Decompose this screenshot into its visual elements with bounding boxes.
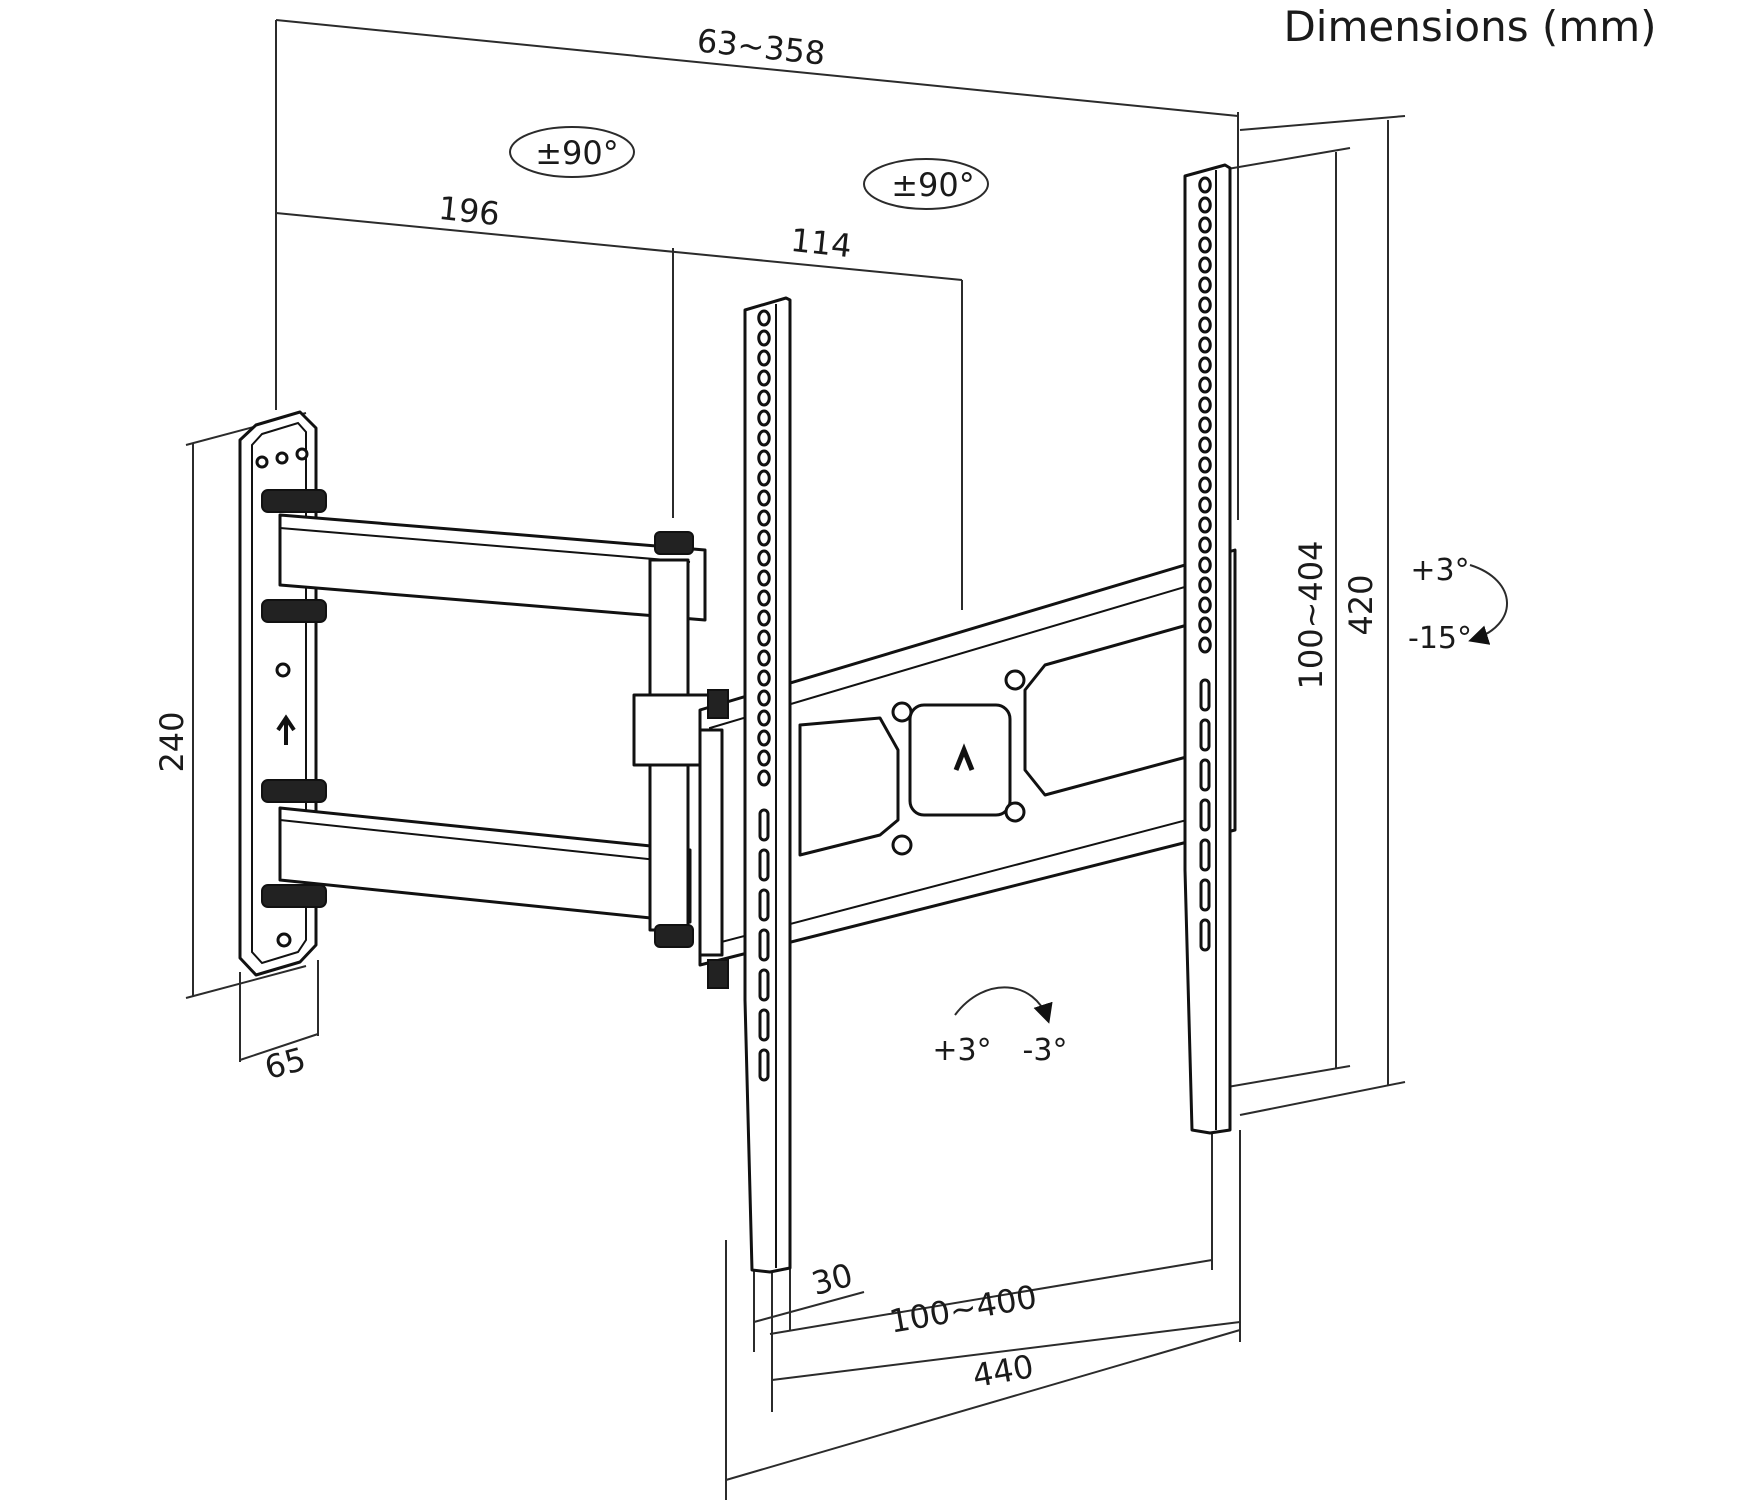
rail-hole xyxy=(757,349,771,367)
rail-hole xyxy=(757,489,771,507)
brand-logo-icon xyxy=(953,743,975,771)
rail-hole xyxy=(1198,456,1212,474)
rail-slot xyxy=(758,1048,770,1082)
rail-hole xyxy=(1198,276,1212,294)
rail-hole xyxy=(757,749,771,767)
up-arrow-icon xyxy=(276,714,296,745)
rail-hole xyxy=(1198,536,1212,554)
rail-slot xyxy=(1199,678,1211,712)
label-vesa-horizontal: 100~400 xyxy=(886,1278,1039,1341)
rail-hole xyxy=(757,549,771,567)
rail-hole xyxy=(757,429,771,447)
rail-hole xyxy=(757,309,771,327)
rail-hole xyxy=(1198,256,1212,274)
rail-hole xyxy=(757,469,771,487)
label-swivel-wall: ±90° xyxy=(535,134,619,172)
rail-slot xyxy=(758,1008,770,1042)
rail-slot xyxy=(758,808,770,842)
label-wall-plate-width: 65 xyxy=(261,1040,310,1087)
wall-plate xyxy=(238,410,327,977)
rail-hole xyxy=(1198,556,1212,574)
label-arm-second-segment: 114 xyxy=(789,221,854,265)
rail-hole xyxy=(1198,356,1212,374)
label-wall-plate-height: 240 xyxy=(153,711,191,772)
rotation-indicators xyxy=(509,126,1508,1024)
swing-arms xyxy=(278,513,716,948)
label-tilt-up: +3° xyxy=(1410,553,1469,588)
rail-hole xyxy=(1198,236,1212,254)
label-swivel-tv: ±90° xyxy=(891,166,975,204)
rail-hole xyxy=(1198,476,1212,494)
rail-slot xyxy=(1199,758,1211,792)
vertical-rails xyxy=(743,163,1232,1274)
label-tilt-down: -15° xyxy=(1408,621,1472,656)
label-max-height: 420 xyxy=(1342,574,1380,635)
rail-hole xyxy=(757,769,771,787)
rail-hole xyxy=(757,529,771,547)
rail-hole xyxy=(757,409,771,427)
rail-hole xyxy=(757,389,771,407)
rail-hole xyxy=(1198,436,1212,454)
rail-hole xyxy=(1198,196,1212,214)
label-vesa-vertical: 100~404 xyxy=(1292,541,1330,690)
rail-hole xyxy=(1198,496,1212,514)
label-arm-first-segment: 196 xyxy=(437,189,502,233)
rotation-arrow-icon xyxy=(509,126,635,178)
rail-hole xyxy=(1198,296,1212,314)
rail-hole xyxy=(1198,176,1212,194)
rail-hole xyxy=(757,669,771,687)
rail-slot xyxy=(1199,718,1211,752)
rail-slot xyxy=(758,968,770,1002)
rail-hole xyxy=(757,709,771,727)
rail-hole xyxy=(757,329,771,347)
rail-slot xyxy=(1199,878,1211,912)
label-arm-reach: 63~358 xyxy=(695,21,827,72)
rail-slot xyxy=(758,928,770,962)
rail-slot xyxy=(1199,918,1211,952)
rail-hole xyxy=(757,369,771,387)
rail-hole xyxy=(1198,376,1212,394)
page-title: Dimensions (mm) xyxy=(1283,2,1657,51)
rail-hole xyxy=(757,649,771,667)
rotation-labels: ±90° ±90° +3° -15° +3° -3° xyxy=(535,134,1472,1068)
rail-hole xyxy=(1198,216,1212,234)
rail-hole xyxy=(757,449,771,467)
label-roll-minus: -3° xyxy=(1023,1033,1068,1068)
rail-hole xyxy=(757,509,771,527)
rotation-arrow-icon xyxy=(1468,564,1508,645)
rail-hole xyxy=(1198,316,1212,334)
rotation-arrow-icon xyxy=(954,986,1053,1024)
rail-hole xyxy=(757,569,771,587)
rail-hole xyxy=(1198,416,1212,434)
rail-hole xyxy=(1198,576,1212,594)
rail-hole xyxy=(1198,596,1212,614)
dimension-lines xyxy=(185,19,1406,1500)
label-roll-plus: +3° xyxy=(932,1033,991,1068)
rail-slot xyxy=(1199,798,1211,832)
rail-hole xyxy=(1198,616,1212,634)
rail-slot xyxy=(1199,838,1211,872)
cross-bar xyxy=(698,548,1237,989)
rail-hole xyxy=(1198,636,1212,654)
rotation-arrow-icon xyxy=(863,158,989,210)
rail-slot xyxy=(758,848,770,882)
rail-hole xyxy=(757,729,771,747)
rail-hole xyxy=(757,589,771,607)
rail-hole xyxy=(1198,396,1212,414)
rail-slot xyxy=(758,888,770,922)
rail-hole xyxy=(757,629,771,647)
rail-hole xyxy=(757,689,771,707)
rail-hole xyxy=(1198,336,1212,354)
rail-hole xyxy=(1198,516,1212,534)
rail-hole xyxy=(757,609,771,627)
